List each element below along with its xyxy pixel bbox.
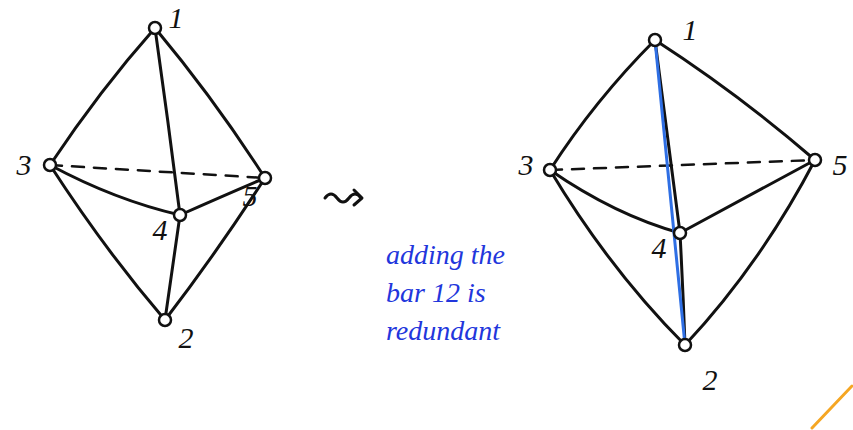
joint: [649, 34, 661, 46]
joint: [149, 22, 161, 34]
added-bar: [655, 40, 685, 345]
joint: [674, 227, 686, 239]
squiggle-arrow-head: [354, 190, 362, 205]
graph-bar: [180, 178, 265, 215]
vertex-number: 1: [683, 15, 698, 45]
vertex-number: 4: [652, 233, 667, 263]
hidden-bar: [550, 160, 815, 170]
graph-bar: [50, 28, 155, 165]
hidden-bar: [50, 165, 265, 178]
joint: [679, 339, 691, 351]
margin-stroke: [812, 386, 852, 428]
joint: [544, 164, 556, 176]
squiggle-arrow: [325, 194, 361, 202]
joint: [159, 314, 171, 326]
graph-bar: [155, 28, 265, 178]
graph-bar: [550, 40, 655, 170]
vertex-number: 3: [17, 150, 32, 180]
graph-bar: [685, 160, 815, 345]
joint: [809, 154, 821, 166]
joint: [44, 159, 56, 171]
vertex-number: 2: [179, 323, 194, 353]
vertex-number: 1: [169, 3, 184, 33]
note-text: adding the bar 12 is redundant: [386, 236, 536, 350]
vertex-number: 5: [243, 181, 258, 211]
graph-bar: [50, 165, 165, 320]
graph-bar: [550, 170, 685, 345]
graph-bar: [165, 178, 265, 320]
vertex-number: 5: [833, 150, 848, 180]
joint: [259, 172, 271, 184]
vertex-number: 2: [703, 365, 718, 395]
vertex-number: 3: [519, 150, 534, 180]
vertex-number: 4: [153, 215, 168, 245]
graph-bar: [655, 40, 815, 160]
joint: [174, 209, 186, 221]
